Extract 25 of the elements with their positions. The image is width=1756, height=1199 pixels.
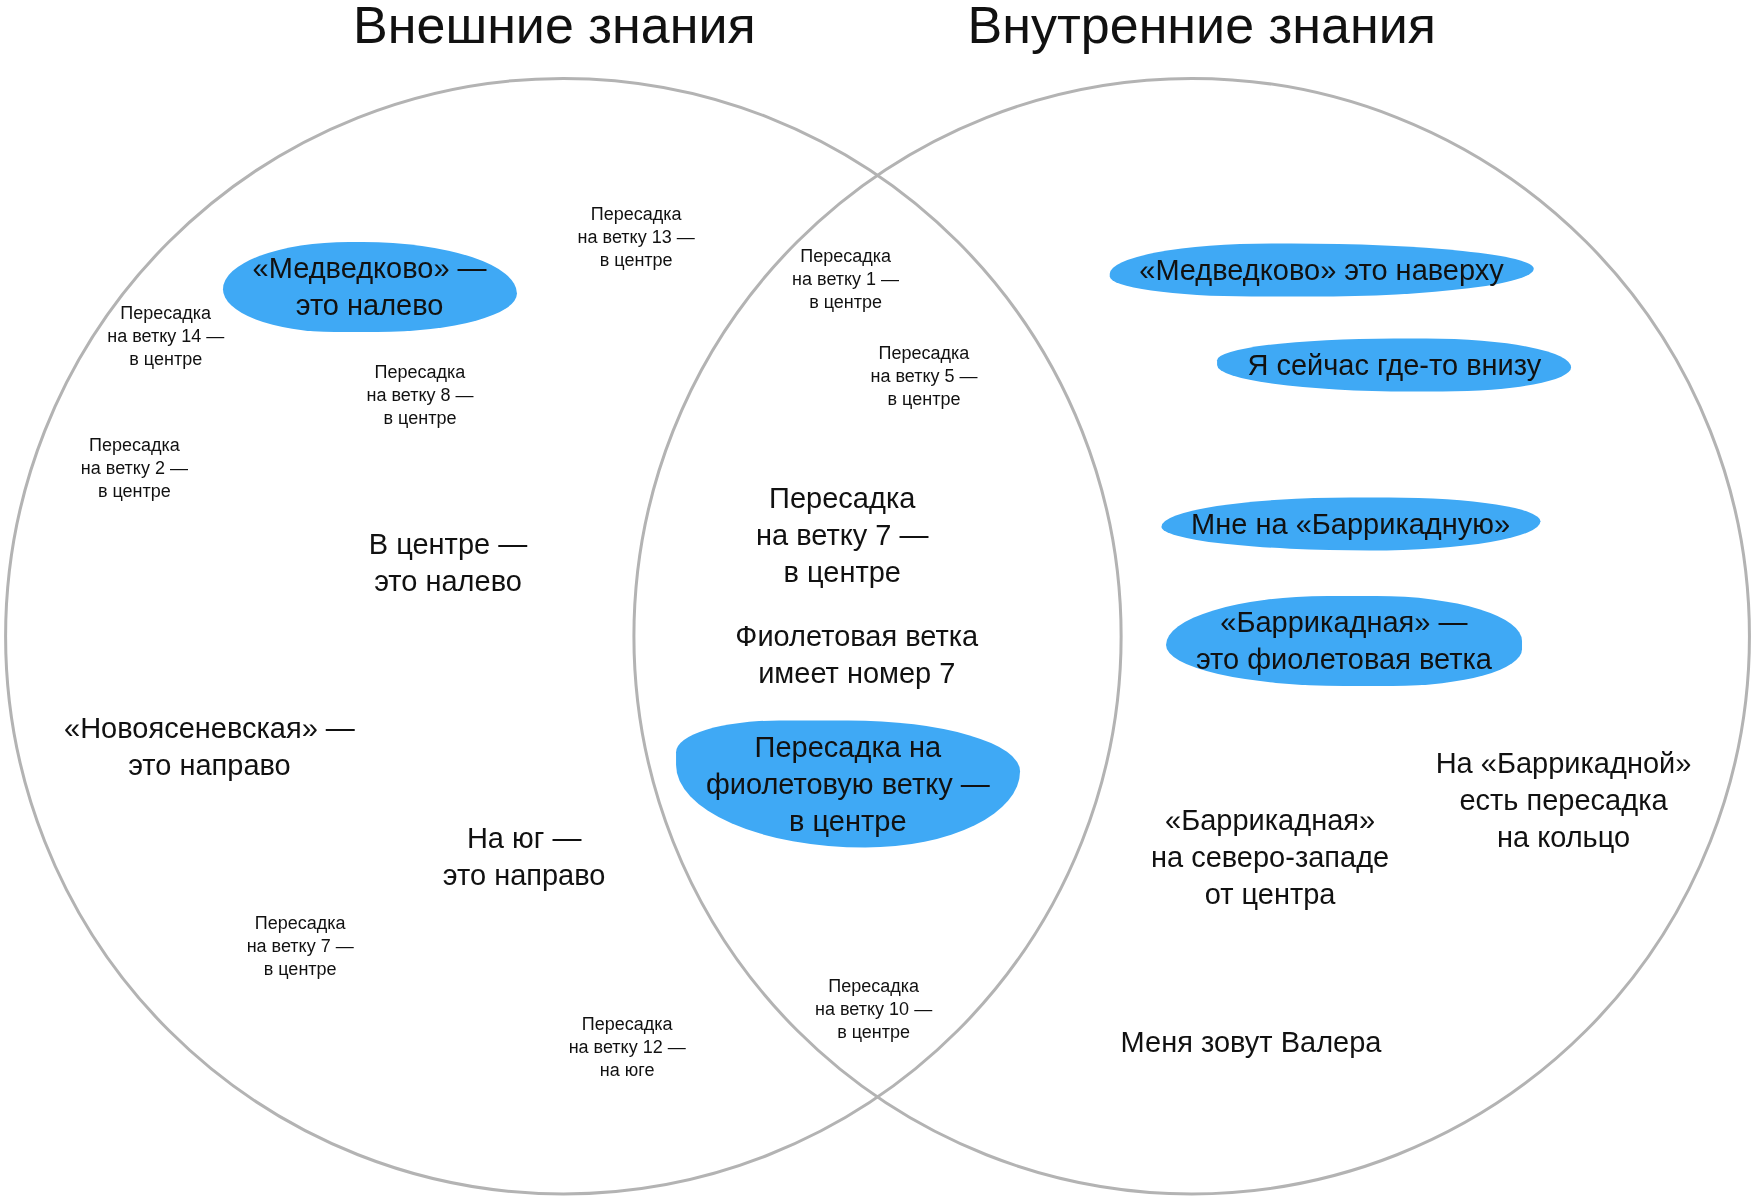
note-text: Фиолетовая ветка имеет номер 7 xyxy=(735,619,979,692)
note-text: Пересадка на ветку 13 — в центре xyxy=(577,202,695,272)
note-text: Пересадка на ветку 1 — в центре xyxy=(792,244,900,314)
highlighted-note: «Баррикадная» — это фиолетовая ветка xyxy=(1165,595,1522,686)
note-text: Пересадка на ветку 8 — в центре xyxy=(366,360,474,430)
note-text: На юг — это направо xyxy=(442,820,606,893)
note-text: На «Баррикадной» есть пересадка на кольцо xyxy=(1435,745,1692,855)
highlighted-note: Я сейчас где-то внизу xyxy=(1217,338,1572,392)
highlighted-note: Мне на «Баррикадную» xyxy=(1161,497,1541,551)
highlighted-note: «Медведково» — это налево xyxy=(222,241,517,332)
note-text: Пересадка на ветку 7 — в центре xyxy=(756,480,929,590)
note-text: Меня зовут Валера xyxy=(1120,1024,1382,1060)
note-text: Пересадка на ветку 5 — в центре xyxy=(870,341,978,411)
venn-heading: Внешние знания xyxy=(353,0,756,54)
highlighted-note: Пересадка на фиолетовую ветку — в центре xyxy=(675,720,1020,848)
note-text: Пересадка на ветку 14 — в центре xyxy=(107,301,225,371)
note-text: В центре — это налево xyxy=(368,527,528,600)
note-text: Пересадка на ветку 7 — в центре xyxy=(246,911,354,981)
note-text: Пересадка на ветку 2 — в центре xyxy=(80,433,188,503)
note-text: Пересадка на ветку 12 — на юге xyxy=(568,1012,686,1082)
note-text: «Новоясеневская» — это направо xyxy=(64,711,355,784)
note-text: «Баррикадная» на северо-западе от центра xyxy=(1150,802,1390,912)
highlighted-note: «Медведково» это наверху xyxy=(1109,243,1534,297)
venn-heading: Внутренние знания xyxy=(967,0,1436,54)
note-text: Пересадка на ветку 10 — в центре xyxy=(815,974,933,1044)
